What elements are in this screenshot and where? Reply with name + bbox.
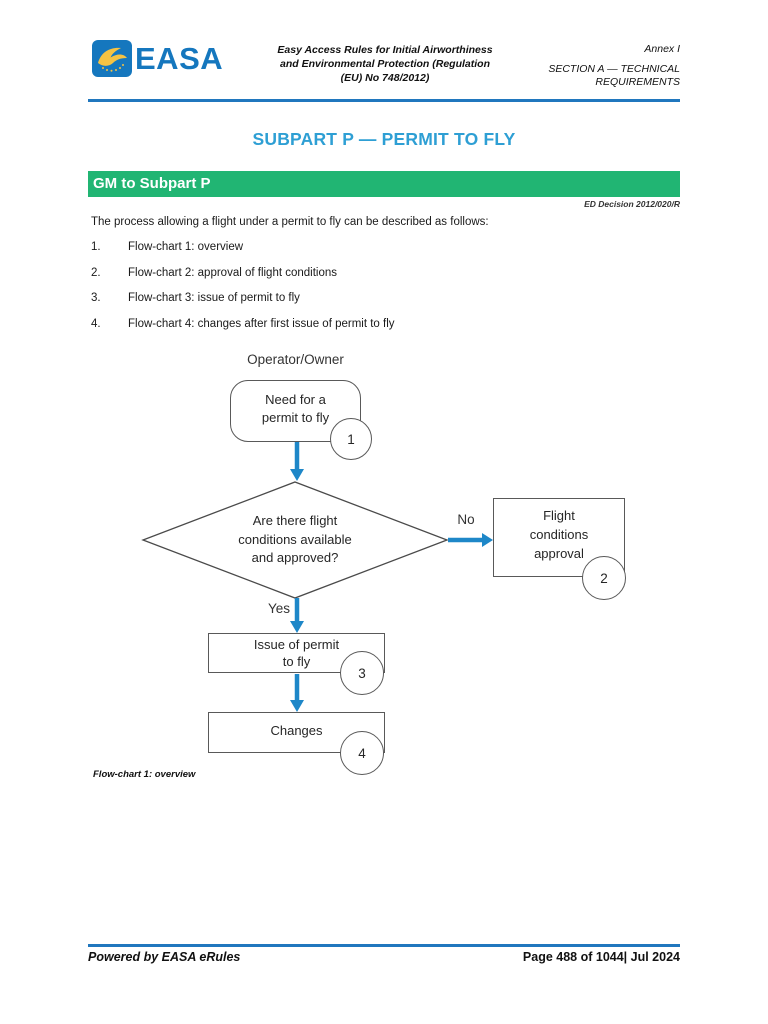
step-badge-4: 4 [340, 731, 384, 775]
list-item: 3. Flow-chart 3: issue of permit to fly [91, 292, 680, 304]
node-text-line: and approved? [251, 550, 339, 565]
page-title: SUBPART P — PERMIT TO FLY [252, 129, 516, 149]
list-text: Flow-chart 4: changes after first issue … [128, 317, 395, 330]
decision-label: Are there flight conditions available an… [195, 512, 395, 568]
easa-logo: EASA [92, 40, 223, 77]
node-text-line: Issue of permit [253, 637, 340, 652]
start-node: Need for a permit to fly [230, 380, 361, 442]
node-text-line: approval [534, 546, 584, 561]
easa-wordmark: EASA [135, 41, 224, 76]
node-text-line: to fly [282, 654, 311, 669]
list-item: 4. Flow-chart 4: changes after first iss… [91, 318, 680, 330]
ed-decision-ref: ED Decision 2012/020/R [584, 199, 680, 209]
flowchart-1-overview: Operator/Owner Need for a permit to fly … [88, 350, 680, 782]
list-text: Flow-chart 3: issue of permit to fly [128, 292, 300, 304]
flowchart-shapes [141, 442, 493, 712]
list-number: 2. [91, 266, 101, 279]
list-text: Flow-chart 1: overview [128, 241, 244, 253]
actor-label: Operator/Owner [247, 352, 344, 367]
header-annex-section: Annex I SECTION A — TECHNICAL REQUIREMEN… [510, 43, 680, 89]
arrow-decision-to-approval [448, 533, 493, 547]
node-text-line: Need for a [265, 392, 326, 407]
footer-divider [88, 944, 680, 947]
doc-title-line: and Environmental Protection (Regulation [279, 58, 490, 70]
page-footer: Powered by EASA eRules Page 488 of 1044|… [88, 950, 680, 964]
node-text-line: permit to fly [261, 410, 330, 425]
list-text: Flow-chart 2: approval of flight conditi… [128, 266, 338, 279]
step-badge-2: 2 [582, 556, 626, 600]
step-badge-3: 3 [340, 651, 384, 695]
annex-label: Annex I [644, 43, 680, 55]
gm-banner: GM to Subpart P [88, 171, 680, 197]
easa-bird-icon [92, 40, 132, 77]
step-badge-1: 1 [330, 418, 372, 460]
footer-powered-by: Powered by EASA eRules [88, 950, 241, 964]
list-number: 3. [91, 292, 101, 304]
arrow-start-to-decision [290, 442, 304, 481]
node-text-line: conditions available [238, 531, 352, 547]
section-label-line: REQUIREMENTS [595, 76, 680, 88]
header-divider [88, 99, 680, 102]
flowchart-caption: Flow-chart 1: overview [93, 769, 196, 780]
yes-label: Yes [267, 601, 291, 616]
list-item: 1. Flow-chart 1: overview [91, 241, 680, 253]
doc-title-line: Easy Access Rules for Initial Airworthin… [277, 44, 493, 56]
flowchart-index-list: 1. Flow-chart 1: overview 2. Flow-chart … [91, 241, 680, 343]
node-text-line: Are there flight [252, 513, 338, 528]
no-label: No [457, 512, 475, 527]
doc-title-line: (EU) No 748/2012) [340, 72, 430, 84]
section-label-line: SECTION A — TECHNICAL [548, 63, 680, 75]
header-doc-title: Easy Access Rules for Initial Airworthin… [250, 43, 520, 85]
list-item: 2. Flow-chart 2: approval of flight cond… [91, 267, 680, 279]
node-text-line: Flight [543, 508, 575, 523]
list-number: 1. [91, 241, 101, 253]
list-number: 4. [91, 317, 101, 330]
arrow-issue-to-changes [290, 674, 304, 712]
node-text-line: Changes [270, 723, 323, 738]
footer-page-number: Page 488 of 1044| Jul 2024 [522, 950, 680, 964]
node-text-line: conditions [529, 527, 589, 542]
arrow-decision-to-issue [290, 598, 304, 633]
intro-paragraph: The process allowing a flight under a pe… [91, 216, 489, 228]
